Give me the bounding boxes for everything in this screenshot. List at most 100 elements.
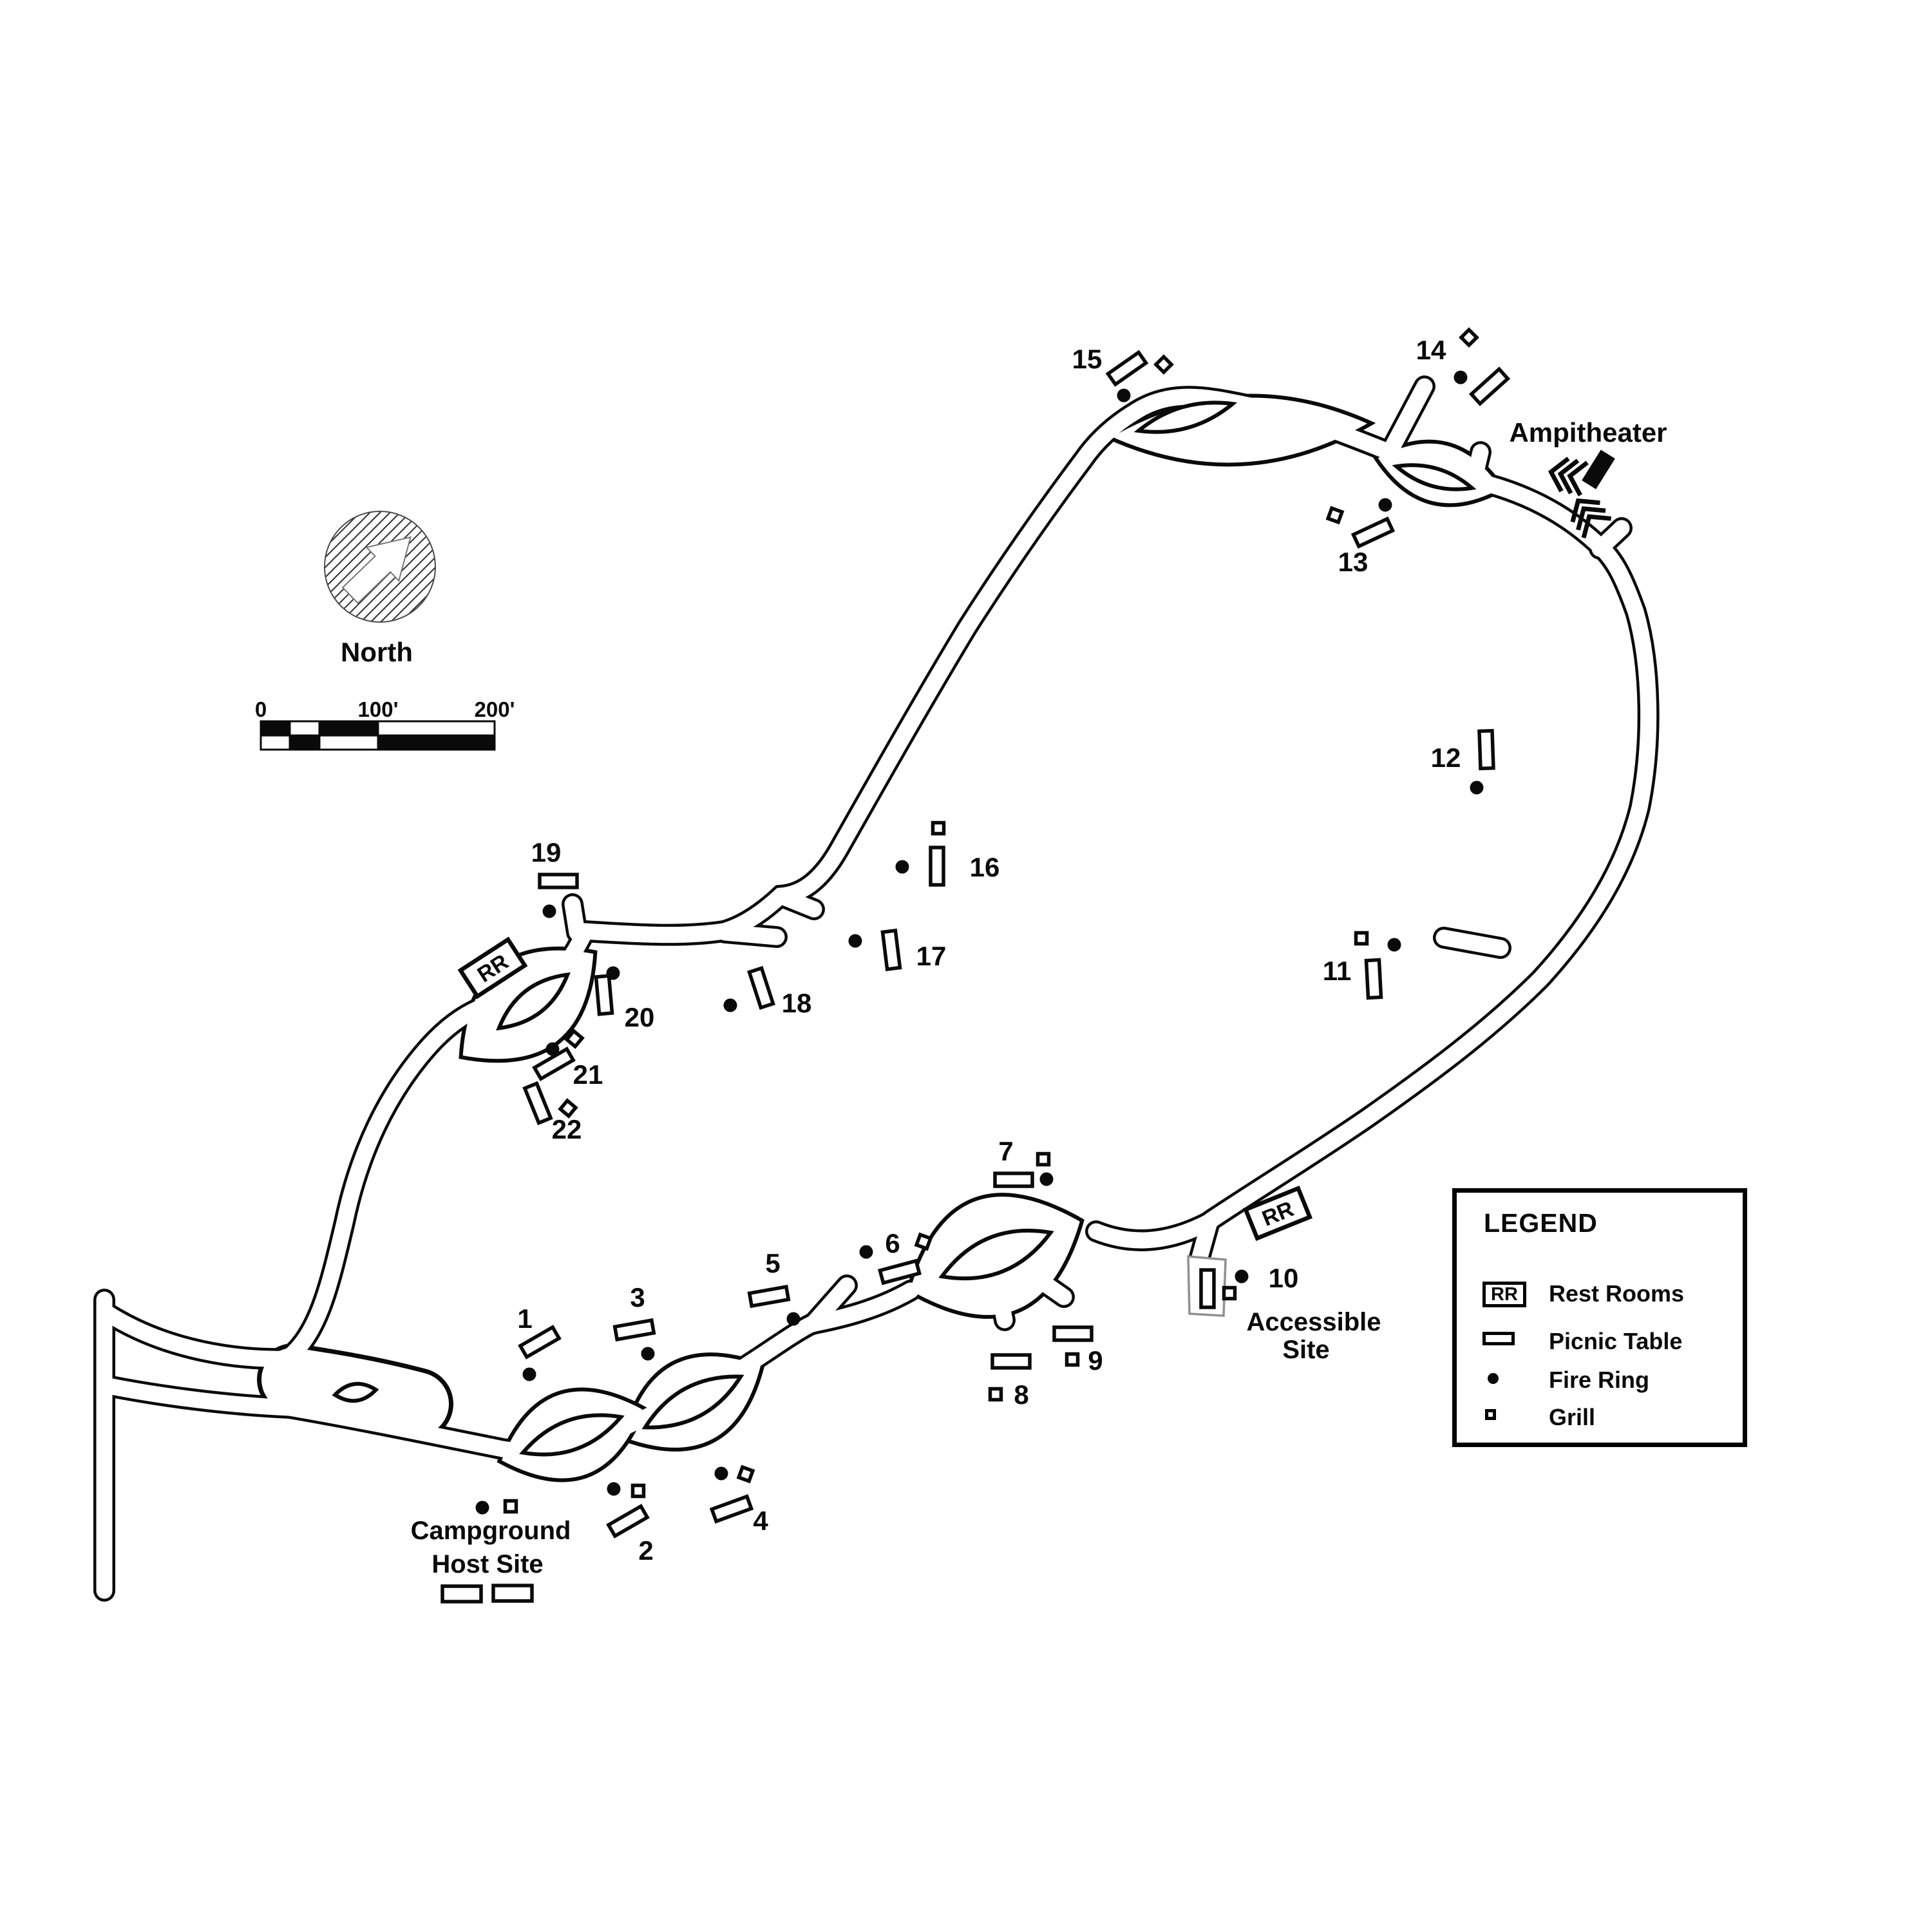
picnic-table-site-17	[880, 928, 902, 972]
grill-site-9	[1065, 1352, 1080, 1367]
picnic-table-site-14	[1468, 366, 1511, 406]
picnic-table-site-2	[606, 1504, 650, 1539]
campsite-11: 11	[1323, 931, 1401, 1000]
scale-bar-segment	[289, 734, 321, 751]
picnic-table-site-22	[522, 1081, 553, 1126]
grill-site-16	[931, 820, 946, 836]
scale-bar-label: 200'	[475, 697, 515, 721]
picnic-table-site-6	[878, 1258, 922, 1285]
scale-bar-label: 100'	[358, 697, 399, 721]
accessible-site-label-line1: Accessible	[1246, 1308, 1381, 1336]
scale-bar-segment	[260, 734, 291, 751]
ampitheater: Ampitheater	[1509, 417, 1667, 539]
picnic-table-site-5	[747, 1284, 791, 1309]
grill-site-6	[914, 1232, 933, 1251]
campsite-14: 14	[1416, 327, 1511, 406]
campsite-13: 13	[1325, 498, 1396, 577]
grill-site-13	[1325, 506, 1345, 525]
picnic-table-site-8	[990, 1353, 1032, 1370]
site-number-11: 11	[1323, 956, 1351, 986]
campsite-10: 10	[1199, 1263, 1298, 1309]
north-indicator: North	[324, 511, 436, 667]
road-surface	[1088, 1213, 1219, 1249]
grill-site-22	[558, 1098, 578, 1119]
site-number-22: 22	[552, 1114, 582, 1144]
legend-rest-rooms-icon: RR	[1482, 1282, 1526, 1307]
scale-bar-segment	[377, 720, 496, 737]
picnic-table-site-11	[1364, 958, 1383, 1000]
picnic-table-host-2	[491, 1584, 534, 1603]
road-island	[641, 1374, 744, 1430]
campsite-6: 6	[859, 1228, 933, 1285]
campsite-2: 2	[606, 1482, 654, 1566]
fire-ring-site-17	[848, 934, 862, 948]
fire-ring-site-3	[641, 1347, 655, 1361]
road-surface	[1378, 442, 1608, 554]
legend-picnic-table-icon	[1482, 1332, 1515, 1345]
grill-site-4	[736, 1464, 755, 1484]
legend-item-label: Picnic Table	[1549, 1328, 1683, 1354]
road-island	[938, 1228, 1054, 1281]
rest-rooms-sign-2: RR	[1242, 1186, 1313, 1241]
picnic-table-site-12	[1477, 728, 1495, 771]
campsites: 1 2 3 4 5 6 7 8 9 10 11 12 13 14 15	[517, 327, 1511, 1566]
picnic-table-site-3	[612, 1318, 656, 1342]
legend-box: LEGEND RR Rest Rooms Picnic Table Fire R…	[1452, 1188, 1747, 1447]
fire-ring-site-15	[1117, 388, 1131, 402]
road-surface	[804, 1277, 855, 1332]
fire-ring-site-20	[606, 966, 620, 980]
picnic-table-site-18	[747, 965, 775, 1010]
fire-ring-site-7	[1039, 1172, 1054, 1186]
road-surface	[100, 1305, 295, 1367]
site-number-14: 14	[1416, 335, 1446, 365]
road-surface	[576, 451, 1092, 943]
road-island	[1133, 401, 1238, 434]
campsite-12: 12	[1431, 728, 1495, 795]
site-number-9: 9	[1088, 1345, 1103, 1376]
legend-fire-ring-icon	[1488, 1373, 1499, 1384]
picnic-table-site-13	[1350, 516, 1396, 549]
scale-bar-segment	[318, 720, 379, 737]
site-number-18: 18	[782, 988, 812, 1018]
road-network-surface	[96, 378, 1657, 1599]
rest-rooms-sign-1: RR	[457, 936, 528, 999]
road-surface	[1075, 388, 1394, 468]
picnic-table-site-19	[538, 873, 579, 889]
ampitheater-label: Ampitheater	[1509, 417, 1667, 448]
picnic-table-site-20	[594, 974, 614, 1016]
road-surface	[990, 1278, 1013, 1329]
legend-item-label: Fire Ring	[1549, 1367, 1650, 1393]
fire-ring-site-19	[542, 904, 556, 918]
grill-site-8	[988, 1387, 1003, 1402]
ampitheater-seating-icon-1	[1548, 457, 1589, 497]
scale-bar-segment	[318, 734, 379, 751]
picnic-table-site-10	[1199, 1268, 1216, 1309]
host-site-label-line1: Campground	[411, 1517, 571, 1545]
road-surface	[564, 896, 585, 941]
picnic-table-site-16	[929, 846, 945, 887]
campsite-16: 16	[895, 820, 999, 887]
site-number-2: 2	[638, 1535, 653, 1566]
grill-site-14	[1459, 327, 1479, 348]
site-number-8: 8	[1014, 1379, 1028, 1410]
road-surface	[1435, 929, 1509, 956]
road-island	[1392, 463, 1477, 491]
site-number-17: 17	[916, 941, 947, 971]
site-number-5: 5	[765, 1248, 780, 1278]
fire-ring-site-4	[714, 1466, 728, 1481]
site-number-4: 4	[753, 1506, 768, 1536]
picnic-table-site-7	[993, 1171, 1034, 1188]
picnic-table-site-9	[1052, 1325, 1094, 1342]
grill-site-21	[564, 1028, 585, 1049]
site-number-19: 19	[531, 837, 562, 867]
picnic-table-site-4	[709, 1494, 754, 1524]
picnic-table-site-21	[532, 1046, 576, 1081]
picnic-table-host-1	[440, 1584, 483, 1604]
road-islands	[332, 401, 1477, 1457]
fire-ring-site-16	[895, 860, 909, 874]
site-number-3: 3	[630, 1282, 645, 1312]
campsite-20: 20	[594, 966, 654, 1032]
